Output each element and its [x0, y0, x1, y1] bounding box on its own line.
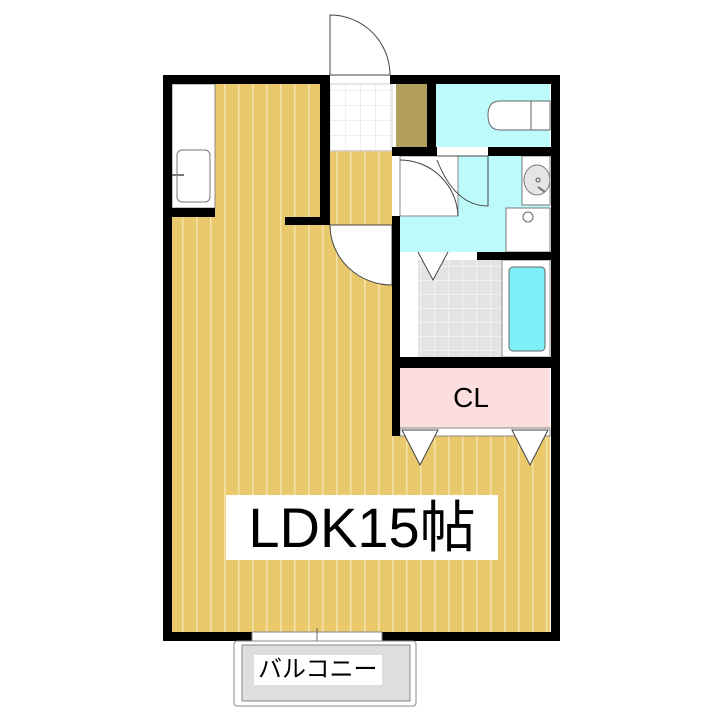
- toilet-icon: [487, 100, 551, 131]
- closet: [400, 368, 550, 428]
- bathtub-icon: [508, 266, 546, 352]
- balcony-label: バルコニー: [254, 655, 382, 685]
- hallway-floor: [330, 151, 392, 217]
- closet-door-icon: [401, 429, 549, 467]
- washroom-door-icon: [399, 155, 489, 217]
- entrance-door-icon: [329, 14, 391, 76]
- ldk-label: LDK15帖: [226, 495, 498, 560]
- washing-machine-icon: [505, 207, 551, 253]
- wash-basin-icon: [521, 155, 551, 206]
- shoe-box: [396, 84, 427, 147]
- ldk-door-icon: [329, 224, 393, 286]
- kitchen-sink-icon: [172, 149, 211, 203]
- closet-label: CL: [453, 382, 489, 413]
- bathroom-door-icon: [417, 251, 449, 282]
- entrance-tile-floor: [329, 83, 393, 152]
- walls: [163, 75, 560, 641]
